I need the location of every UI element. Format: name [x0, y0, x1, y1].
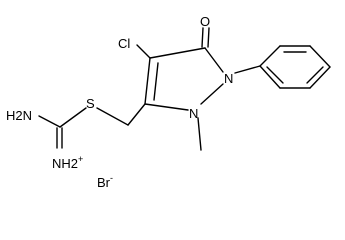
phenyl-inner-3	[266, 66, 284, 84]
bond-c5-o	[201, 27, 204, 48]
oxygen-label: O	[200, 14, 210, 29]
amine-label: H2N	[6, 108, 32, 123]
bond-c3-ch2	[127, 103, 146, 126]
nitrogen-phenyl-label: N	[224, 71, 233, 86]
bond-n1-phenyl	[234, 65, 261, 74]
carbonyl-group	[201, 27, 210, 48]
bromide-label: Br-	[97, 173, 113, 190]
phenyl-ring	[234, 45, 331, 89]
bond-s-c	[59, 107, 87, 128]
phenyl-bond-6	[259, 65, 281, 89]
bond-c-nh2-amine	[38, 115, 61, 128]
phenyl-bond-4	[309, 66, 331, 89]
chlorine-label: Cl	[118, 36, 130, 51]
sulfur-label: S	[86, 96, 95, 111]
bond-c5-n1	[204, 47, 224, 73]
phenyl-inner-2	[306, 66, 324, 84]
bond-n2-c3	[144, 103, 189, 111]
chemical-structure: O Cl N N S H2N NH2+ Br-	[6, 14, 331, 190]
imine-charge: +	[78, 154, 83, 164]
phenyl-bond-3	[309, 45, 331, 68]
bromide-charge: -	[110, 173, 113, 183]
phenyl-bond-1	[259, 45, 281, 67]
isothiouronium-chain	[38, 103, 146, 149]
bond-c3-c4	[144, 57, 151, 105]
bond-n1-n2	[200, 83, 224, 105]
imine-label: NH2+	[52, 154, 83, 171]
bond-c4-cl	[136, 44, 151, 59]
bond-ch2-s	[96, 107, 129, 126]
bond-n2-methyl	[197, 117, 202, 151]
pyrazolone-ring	[144, 47, 224, 111]
bond-c3-c4-double	[153, 62, 159, 101]
imine-label-text: NH2	[52, 156, 78, 171]
nitrogen-methyl-label: N	[189, 106, 198, 121]
bromide-label-text: Br	[97, 175, 111, 190]
bond-c4-c5	[149, 47, 206, 59]
bond-c5-o-double	[207, 27, 210, 48]
